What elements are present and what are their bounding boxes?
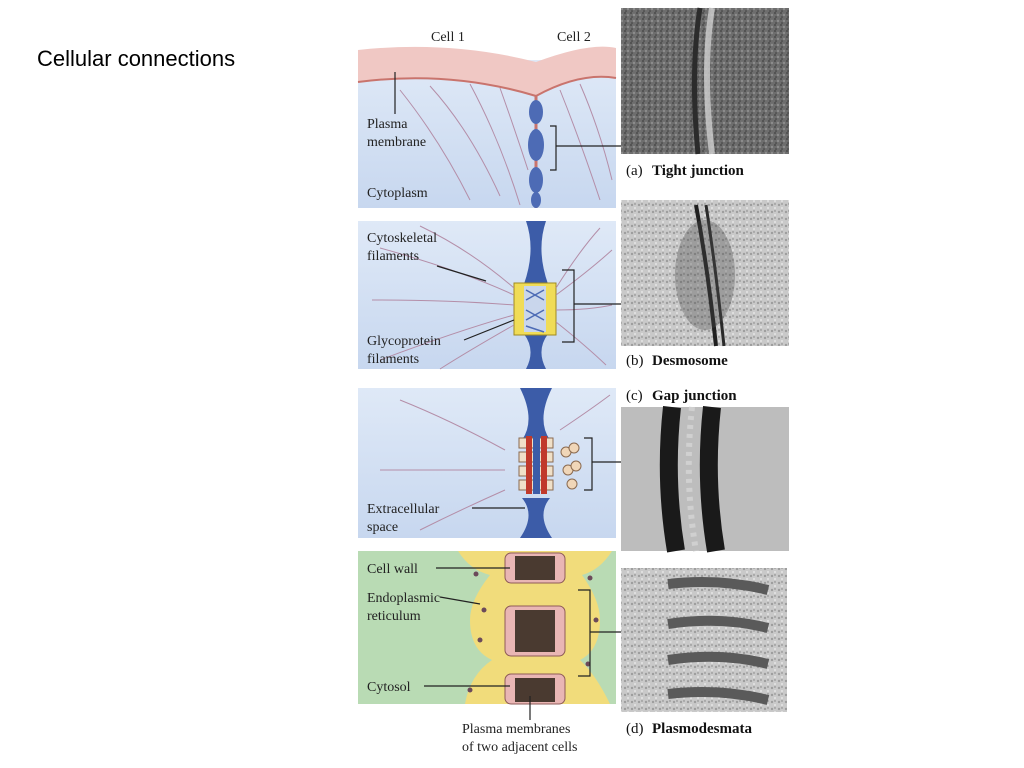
label-plasma-membranes-line1: Plasma membranes (462, 722, 570, 737)
label-glycoprotein-line2: filaments (367, 352, 419, 367)
panel-a-bracket (550, 125, 621, 171)
panel-d-er-dots (467, 571, 599, 693)
caption-plasmodesmata: Plasmodesmata (652, 721, 752, 737)
label-extracellular-line2: space (367, 520, 398, 535)
glycoprotein-leader (463, 319, 515, 341)
micrograph-a-line (691, 7, 703, 155)
caption-a-letter: (a) (626, 163, 643, 179)
micrograph-d-bands (667, 577, 770, 705)
er-leader (439, 596, 481, 605)
panel-c-bracket (584, 437, 621, 491)
caption-d-letter: (d) (626, 721, 644, 737)
label-cytoskeletal-line2: filaments (367, 249, 419, 264)
panel-a-extracellular-top (358, 46, 616, 96)
label-cytoskeletal-line1: Cytoskeletal (367, 231, 437, 246)
label-cytoplasm: Cytoplasm (367, 186, 428, 201)
label-plasma-membranes-line2: of two adjacent cells (462, 740, 577, 755)
panel-gap-junction: (c) Gap junction (358, 388, 789, 553)
panel-d-bracket (578, 589, 621, 677)
slide-title: Cellular connections (37, 46, 236, 71)
caption-c-letter: (c) (626, 388, 643, 404)
label-plasma-line1: Plasma (367, 117, 408, 132)
panel-b-cytoskeletal-filaments (371, 225, 613, 370)
panel-c-connexon-particles (560, 442, 582, 490)
panel-tight-junction: Cell 1 Cell 2 Plasma membrane Cytoplasm … (357, 7, 789, 208)
panel-a-filaments (399, 83, 613, 206)
caption-gap-junction: Gap junction (652, 388, 737, 404)
micrograph-desmosome (621, 200, 789, 346)
panel-plasmodesmata: Cell wall Endoplasmic reticulum Cytosol … (358, 551, 787, 755)
panel-b-cytoplasm-area (358, 221, 616, 369)
panel-a-membrane-edge (357, 75, 617, 98)
label-er-line2: reticulum (367, 609, 421, 624)
cell1-label: Cell 1 (431, 30, 465, 45)
caption-b-letter: (b) (626, 353, 644, 369)
panel-c-connexons (518, 436, 554, 494)
panel-b-bracket (562, 269, 621, 343)
caption-desmosome: Desmosome (652, 353, 728, 369)
label-glycoprotein-line1: Glycoprotein (367, 334, 441, 349)
panel-b-extracellular-channel (524, 221, 548, 369)
caption-tight-junction: Tight junction (652, 163, 744, 179)
panel-d-channels (504, 552, 566, 705)
panel-b-desmosome-plaque (513, 282, 557, 336)
label-extracellular-line1: Extracellular (367, 502, 440, 517)
panel-a-tight-junction-strand (528, 96, 544, 208)
label-er-line1: Endoplasmic (367, 591, 440, 606)
cytoskeletal-leader (436, 265, 487, 282)
label-plasma-line2: membrane (367, 135, 426, 150)
panel-c-filaments (380, 394, 611, 531)
label-cell-wall: Cell wall (367, 562, 418, 577)
panel-c-extracellular-channel (520, 388, 552, 538)
panel-desmosome: Cytoskeletal filaments Glycoprotein fila… (358, 200, 789, 370)
cell2-label: Cell 2 (557, 30, 591, 45)
label-cytosol: Cytosol (367, 680, 411, 695)
